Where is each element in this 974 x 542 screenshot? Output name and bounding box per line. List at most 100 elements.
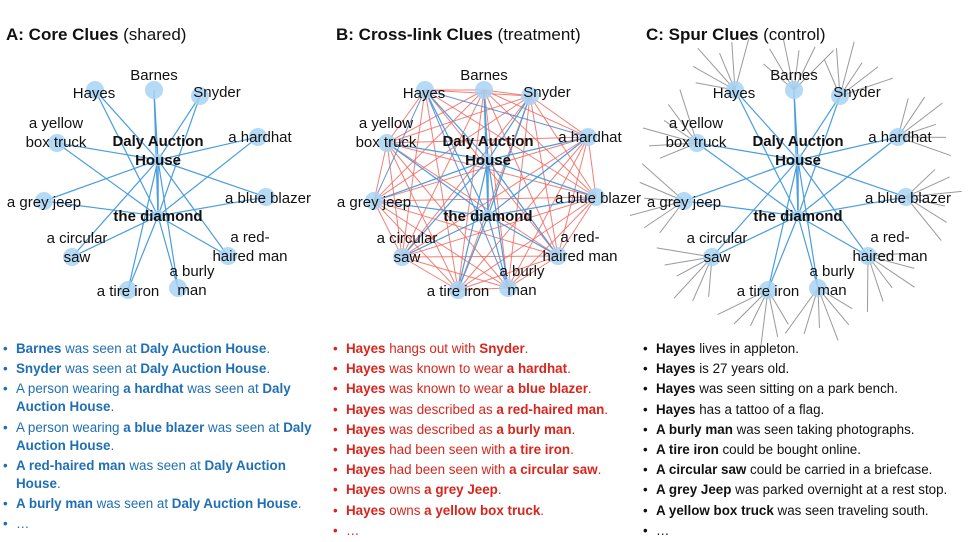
clue-entity: Snyder [479, 341, 524, 356]
node-label-burly: a burly [499, 263, 545, 280]
node-label-truck: box truck [666, 134, 727, 151]
clue-entity: A tire iron [656, 442, 719, 457]
clue-item: Hayes owns a yellow box truck. [330, 502, 650, 520]
clue-entity: a burly man [496, 422, 571, 437]
clue-item: Hayes was known to wear a hardhat. [330, 360, 650, 378]
clue-list: Barnes was seen at Daly Auction House. Sn… [0, 340, 320, 535]
node-label-daly: House [135, 152, 181, 169]
node-label-burly: man [177, 282, 206, 299]
node-label-barnes: Barnes [130, 67, 178, 84]
clue-text: was seen at [126, 458, 205, 473]
clue-entity: a hardhat [123, 381, 183, 396]
clue-entity: Hayes [346, 503, 385, 518]
clue-text: A person wearing [16, 420, 123, 435]
clue-entity: Hayes [346, 482, 385, 497]
clue-text: . [298, 496, 302, 511]
panel-title-bold: C: Spur Clues [646, 25, 758, 44]
core-edge [128, 160, 158, 290]
clue-entity: A yellow box truck [656, 503, 774, 518]
clue-item: Hayes has a tattoo of a flag. [640, 401, 960, 419]
node-label-diamond: the diamond [113, 208, 202, 225]
node-label-blazer: a blue blazer [225, 190, 311, 207]
clue-entity: A circular saw [656, 462, 746, 477]
node-label-diamond: the diamond [753, 208, 842, 225]
clue-item: A tire iron could be bought online. [640, 441, 960, 459]
clue-item: Hayes had been seen with a circular saw. [330, 461, 650, 479]
clue-entity: a circular saw [509, 462, 598, 477]
clue-entity: Snyder [16, 361, 61, 376]
clue-item: A burly man was seen taking photographs. [640, 421, 960, 439]
panel-title-rest: (control) [758, 25, 825, 44]
node-label-diamond: the diamond [443, 208, 532, 225]
clue-entity: a yellow box truck [424, 503, 540, 518]
clue-text: … [656, 523, 669, 538]
clue-text: A person wearing [16, 381, 123, 396]
clue-entity: A grey Jeep [656, 482, 731, 497]
clue-item: Hayes was seen sitting on a park bench. [640, 380, 960, 398]
clue-text: . [57, 476, 61, 491]
clue-entity: Hayes [656, 361, 695, 376]
panel-title-rest: (shared) [118, 25, 186, 44]
node-label-burly: a burly [809, 263, 855, 280]
node-label-burly: man [817, 282, 846, 299]
clue-item: Hayes lives in appleton. [640, 340, 960, 358]
node-label-blazer: a blue blazer [865, 190, 951, 207]
clue-text: … [16, 516, 29, 531]
node-label-snyder: Snyder [523, 84, 571, 101]
clue-text: was parked overnight at a rest stop. [731, 482, 947, 497]
clue-text: was seen at [183, 381, 262, 396]
clue-item: A red-haired man was seen at Daly Auctio… [0, 457, 320, 493]
node-label-blazer: a blue blazer [555, 190, 641, 207]
clue-text: was described as [385, 422, 496, 437]
clue-entity: Hayes [346, 442, 385, 457]
clue-item: Barnes was seen at Daly Auction House. [0, 340, 320, 358]
panel-title-bold: A: Core Clues [6, 25, 118, 44]
node-label-redhair: haired man [212, 248, 287, 265]
clue-entity: Daly Auction House [140, 361, 266, 376]
node-label-saw: a circular [377, 230, 438, 247]
node-label-snyder: Snyder [193, 84, 241, 101]
node-label-hayes: Hayes [713, 85, 756, 102]
node-label-tireiron: a tire iron [427, 283, 490, 300]
clue-text: . [588, 381, 592, 396]
clue-entity: Barnes [16, 341, 61, 356]
clue-text: was seen at [93, 496, 172, 511]
clue-entity: A burly man [656, 422, 733, 437]
clue-item: Hayes is 27 years old. [640, 360, 960, 378]
core-edge [768, 160, 798, 290]
node-label-redhair: haired man [852, 248, 927, 265]
node-label-barnes: Barnes [770, 67, 818, 84]
panel-title-rest: (treatment) [493, 25, 581, 44]
clue-item: A circular saw could be carried in a bri… [640, 461, 960, 479]
node-label-truck: box truck [26, 134, 87, 151]
node-label-burly: man [507, 282, 536, 299]
clue-text: could be bought online. [719, 442, 861, 457]
clue-entity: Daly Auction House [172, 496, 298, 511]
clue-item: Hayes was described as a red-haired man. [330, 401, 650, 419]
node-label-burly: a burly [169, 263, 215, 280]
node-label-saw: saw [394, 249, 421, 266]
node-label-daly: House [465, 152, 511, 169]
clue-text: . [604, 402, 608, 417]
clue-text: is 27 years old. [695, 361, 789, 376]
clue-text: was seen at [61, 341, 140, 356]
clue-entity: a red-haired man [496, 402, 604, 417]
node-label-hayes: Hayes [403, 85, 446, 102]
node-label-redhair: a red- [230, 229, 269, 246]
clue-item: A yellow box truck was seen traveling so… [640, 502, 960, 520]
node-label-tireiron: a tire iron [97, 283, 160, 300]
node-label-jeep: a grey jeep [647, 194, 721, 211]
clue-entity: a blue blazer [123, 420, 204, 435]
clue-entity: Daly Auction House [140, 341, 266, 356]
node-label-truck: a yellow [359, 115, 413, 132]
panel-title: A: Core Clues (shared) [6, 25, 186, 45]
clue-item: A person wearing a blue blazer was seen … [0, 419, 320, 455]
clue-text: . [525, 341, 529, 356]
clue-text: was seen traveling south. [774, 503, 929, 518]
clue-text: lives in appleton. [695, 341, 798, 356]
core-edge [158, 96, 200, 160]
clue-entity: a grey Jeep [424, 482, 498, 497]
panel-title: C: Spur Clues (control) [646, 25, 825, 45]
